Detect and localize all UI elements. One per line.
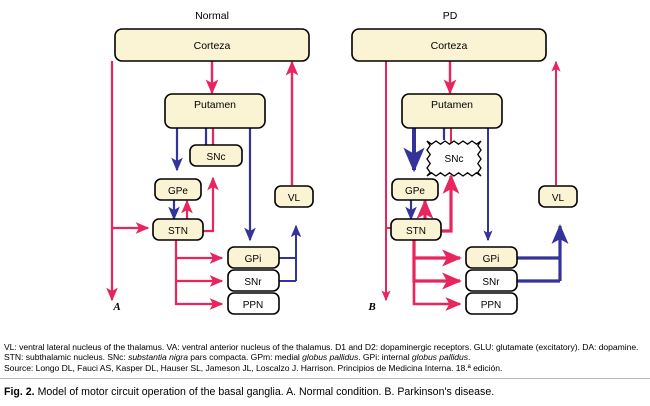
node-label-snc: SNc (207, 152, 226, 163)
legend-text-c: . GPi: internal (358, 352, 412, 363)
node-snr-normal: SNr (227, 269, 280, 292)
node-snc-pd: SNc (426, 140, 482, 177)
node-label-cortex-pd: Corteza (431, 40, 468, 52)
node-label-stn: STN (168, 226, 188, 237)
panel-normal-title: Normal (195, 10, 229, 22)
figure-legend: VL: ventral lateral nucleus of the thala… (4, 342, 646, 373)
node-cortex-normal: Corteza (114, 28, 310, 62)
node-label-ppn-pd: PPN (481, 300, 502, 311)
node-ppn-normal: PPN (227, 292, 280, 315)
node-gpe-pd: GPe (391, 178, 439, 201)
node-label-snr-pd: SNr (482, 277, 500, 288)
panel-pd-letter: B (367, 301, 375, 313)
node-label-stn-pd: STN (406, 226, 426, 237)
edge-stn-gpi (174, 239, 224, 264)
node-label-gpi-pd: GPi (483, 254, 500, 265)
edge-stn-ppn-pd (412, 281, 462, 311)
node-vl-pd: VL (538, 185, 578, 208)
node-snc-normal: SNc (189, 144, 243, 167)
node-label-snr: SNr (244, 277, 262, 288)
legend-text-a: VL: ventral lateral nucleus of the thala… (4, 342, 639, 363)
node-vl-normal: VL (274, 185, 314, 208)
legend-italic-globus-pallidus-2: globus pallidus (411, 352, 469, 363)
panel-normal: Normal (106, 10, 314, 315)
caption-label: Fig. 2. (4, 386, 35, 398)
legend-abbreviations: VL: ventral lateral nucleus of the thala… (4, 342, 646, 363)
edge-stn-gpi-pd (412, 239, 462, 267)
node-label-gpi: GPi (245, 254, 262, 265)
edge-stn-ppn (174, 281, 224, 310)
legend-italic-globus-pallidus-1: globus pallidus (302, 352, 359, 363)
node-gpi-pd: GPi (465, 246, 518, 269)
caption-divider (0, 378, 650, 379)
node-cortex-pd: Corteza (351, 28, 547, 62)
legend-source: Source: Longo DL, Fauci AS, Kasper DL, H… (4, 362, 503, 373)
node-label-vl-pd: VL (552, 193, 565, 204)
node-label-gpe-pd: GPe (405, 186, 425, 197)
legend-text-b: pars compacta. GPm: medial (187, 352, 303, 363)
node-snr-pd: SNr (465, 269, 518, 292)
node-label-gpe: GPe (168, 186, 188, 197)
node-stn-normal: STN (152, 218, 204, 241)
node-putamen-pd: Putamen (401, 93, 503, 129)
node-gpi-normal: GPi (227, 246, 280, 269)
node-label-ppn: PPN (243, 300, 264, 311)
caption-text: Model of motor circuit operation of the … (37, 386, 495, 398)
node-label-snc-pd: SNc (445, 154, 464, 165)
node-label-putamen-pd: Putamen (431, 99, 473, 111)
node-ppn-pd: PPN (465, 292, 518, 315)
legend-text-d: . (468, 352, 471, 363)
legend-italic-substantia-nigra: substantia nigra (128, 352, 188, 363)
node-putamen-normal: Putamen (164, 93, 266, 129)
node-label-vl: VL (288, 193, 301, 204)
node-label-cortex: Corteza (194, 40, 231, 52)
node-label-putamen: Putamen (194, 99, 236, 111)
node-stn-pd: STN (390, 218, 442, 241)
panel-pd-title: PD (443, 10, 458, 22)
figure-diagram: Normal (106, 10, 578, 315)
edge-stn-snr (174, 258, 224, 287)
panel-normal-letter: A (112, 301, 120, 313)
figure-caption: Fig. 2. Model of motor circuit operation… (4, 386, 646, 399)
edge-stn-snc (203, 176, 219, 233)
panel-pd: PD (351, 10, 578, 315)
node-gpe-normal: GPe (154, 178, 202, 201)
edge-stn-snr-pd (412, 258, 462, 290)
edge-stn-snc-pd (441, 174, 460, 233)
